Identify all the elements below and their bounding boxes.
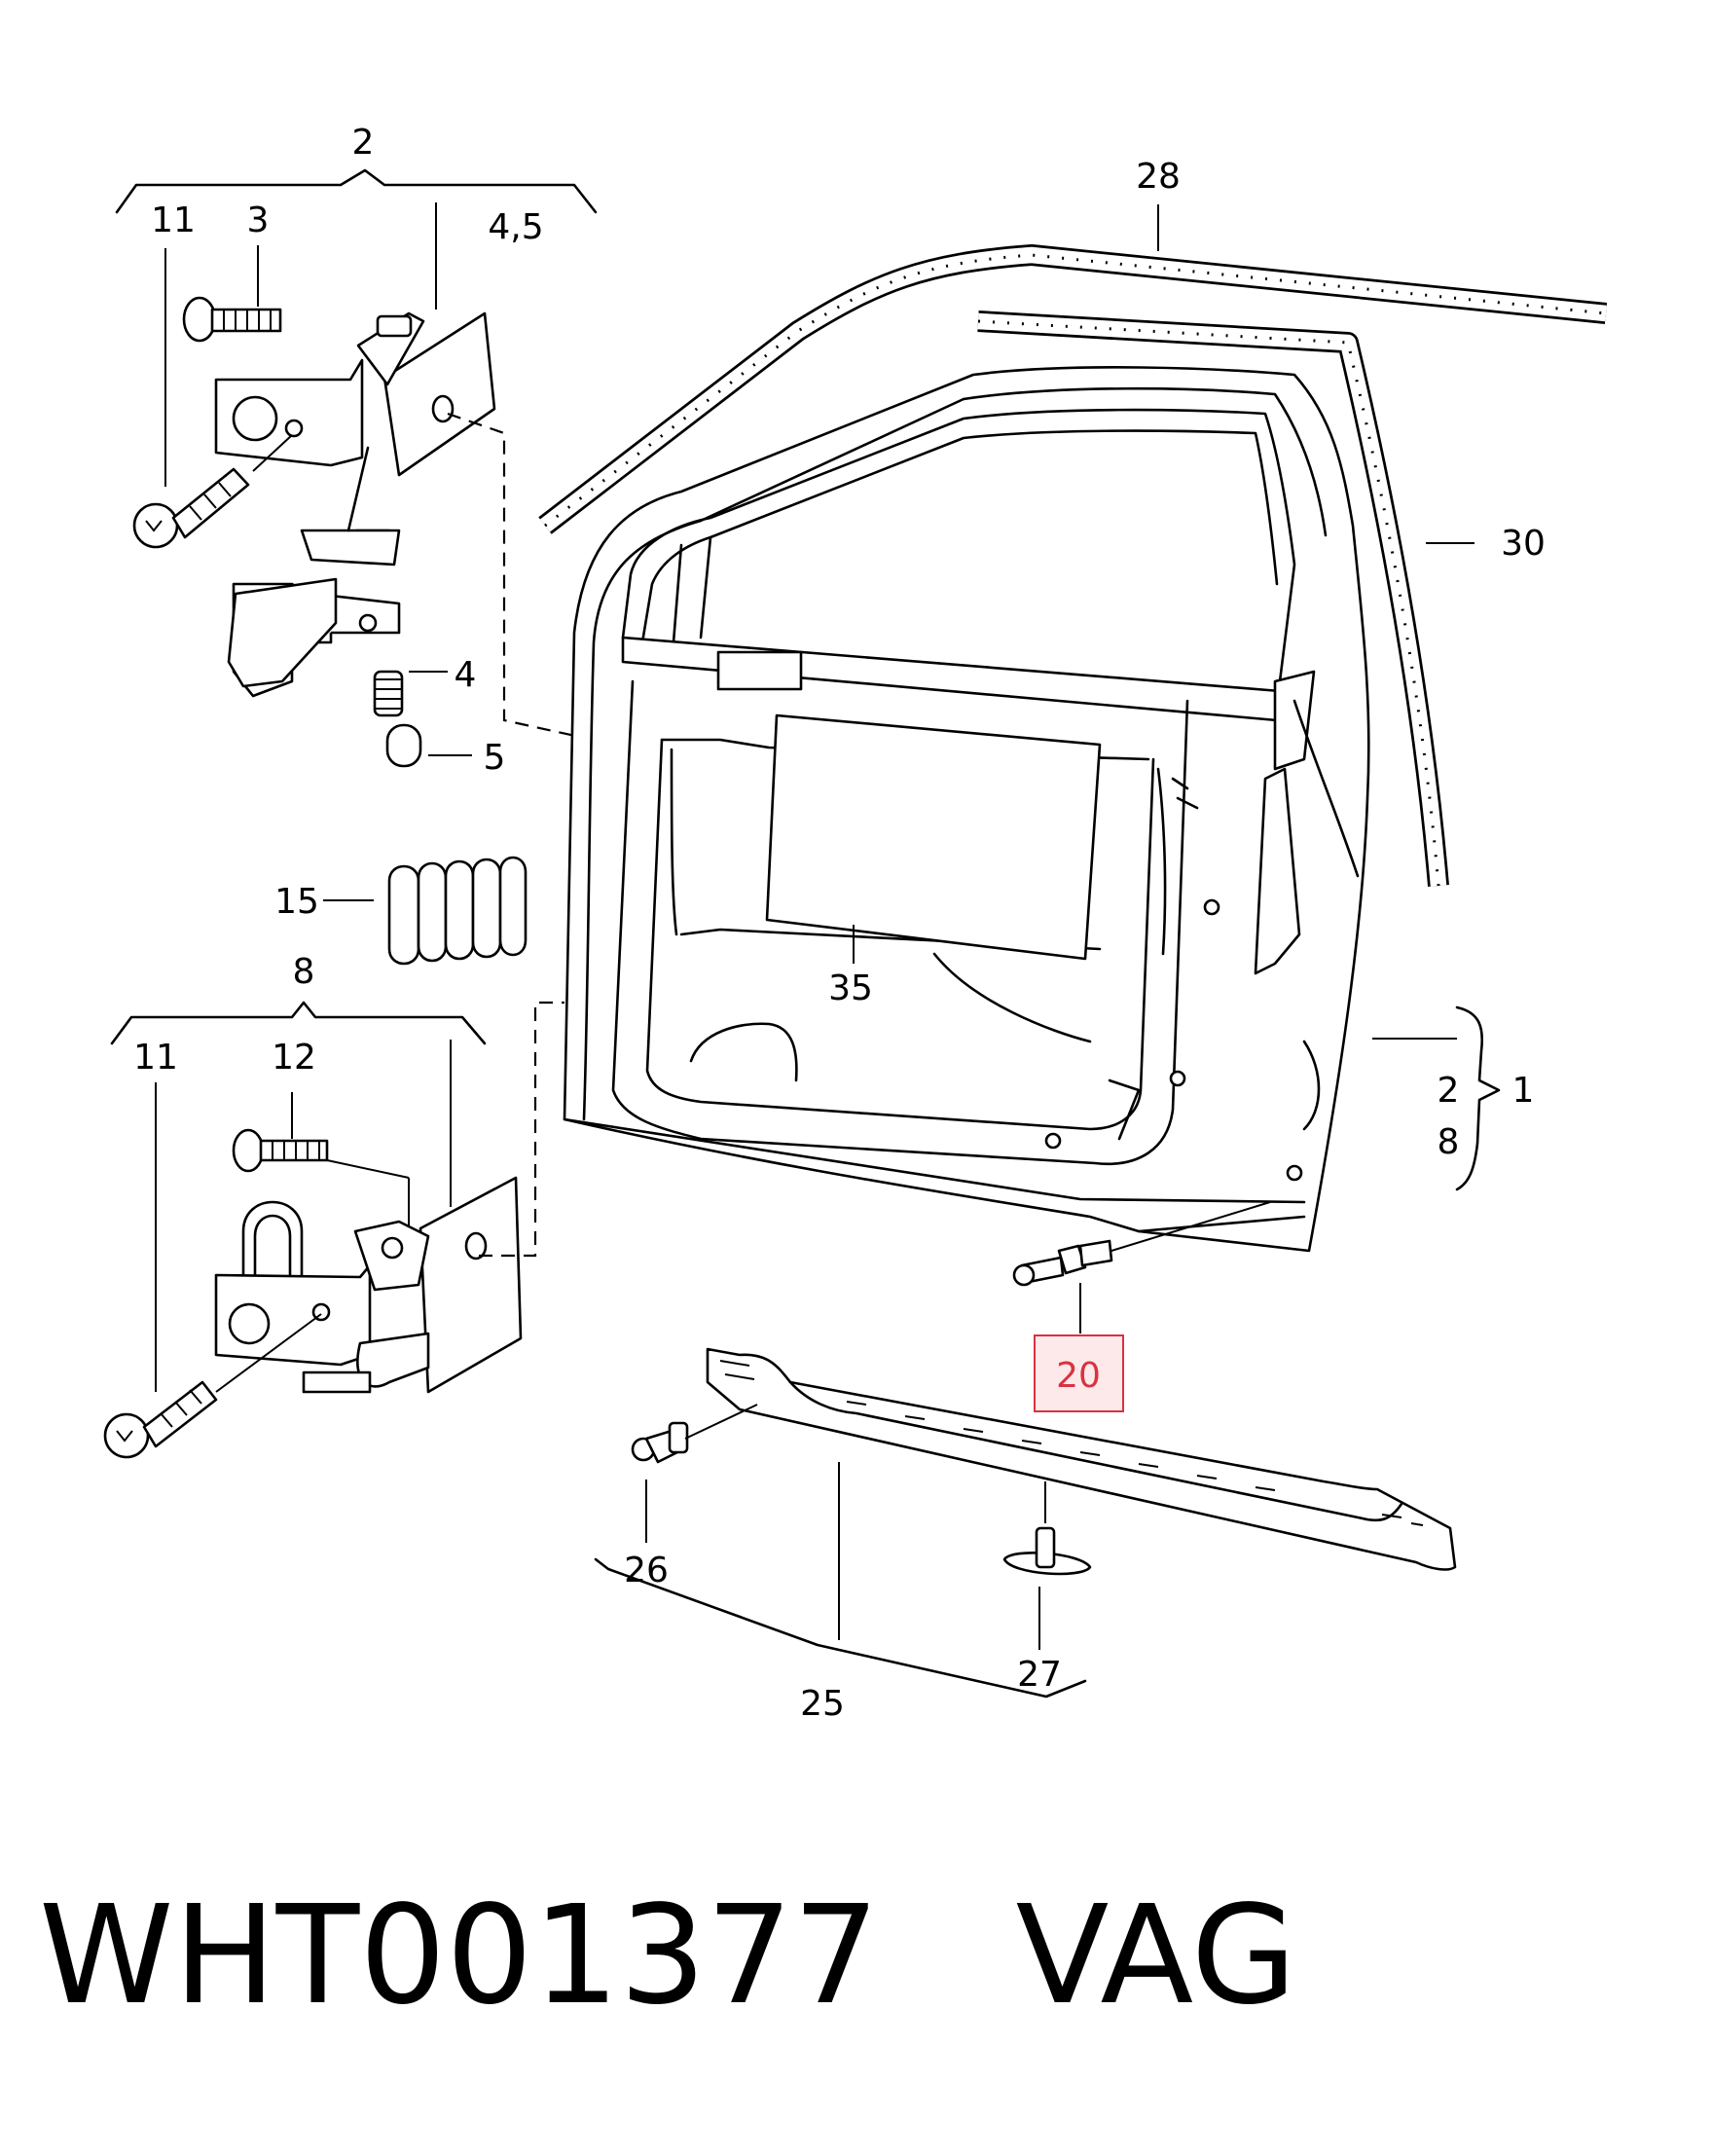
callout-label-2-right: 2 — [1438, 1071, 1460, 1111]
part-number-caption: WHT001377 VAG — [39, 1869, 1674, 2044]
callout-label-30: 30 — [1501, 524, 1546, 564]
callout-label-8-lower: 8 — [293, 952, 315, 992]
cap-5 — [385, 723, 422, 768]
clip-26 — [631, 1404, 758, 1543]
bolt-3 — [182, 296, 282, 343]
callout-label-20: 20 — [1056, 1356, 1101, 1396]
callout-label-3: 3 — [247, 201, 270, 240]
callout-label-4-5: 4,5 — [488, 207, 543, 247]
callout-label-11-upper: 11 — [151, 201, 196, 240]
callout-label-15: 15 — [274, 882, 319, 922]
spring-4 — [373, 670, 404, 717]
bracket-1 — [1372, 1005, 1501, 1191]
cover-sheet-35 — [765, 713, 1102, 964]
bolt-11-lower — [103, 1380, 218, 1459]
callout-20-highlight — [1034, 1334, 1124, 1412]
brand-name: VAG — [1015, 1877, 1297, 2035]
door-seal-28 — [538, 244, 1608, 534]
lower-hinge-assembly — [103, 1001, 564, 1459]
part-number: WHT001377 — [39, 1877, 880, 2035]
callout-label-26: 26 — [624, 1551, 669, 1590]
callout-label-4: 4 — [455, 655, 477, 695]
bolt-11-upper — [132, 467, 250, 549]
upper-hinge-assembly — [115, 168, 598, 768]
callout-label-5: 5 — [484, 738, 506, 778]
callout-label-25: 25 — [800, 1684, 845, 1724]
callout-label-35: 35 — [828, 968, 873, 1008]
callout-label-12: 12 — [272, 1038, 316, 1078]
sill-trim-25 — [594, 1347, 1457, 1699]
stud-20 — [1012, 1201, 1271, 1334]
callout-label-11-lower: 11 — [133, 1038, 178, 1078]
door-seal-30 — [977, 311, 1449, 887]
bump-stop-15 — [323, 856, 528, 966]
callout-label-8-right: 8 — [1438, 1122, 1460, 1162]
callout-label-28: 28 — [1136, 157, 1181, 197]
callout-label-27: 27 — [1017, 1655, 1062, 1695]
bolt-12 — [232, 1128, 329, 1173]
pin-27 — [1002, 1481, 1092, 1650]
callout-label-1: 1 — [1512, 1071, 1535, 1111]
callout-label-2-upper: 2 — [352, 123, 375, 163]
